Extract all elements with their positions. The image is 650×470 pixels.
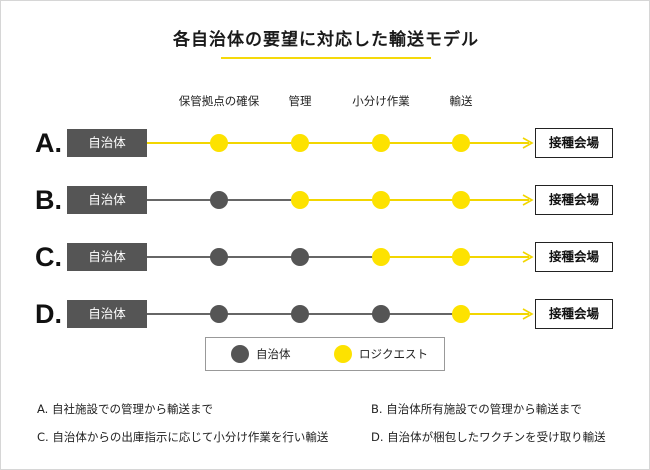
stage-node-4-logistics bbox=[452, 248, 470, 266]
row-letter-b: B. bbox=[35, 185, 62, 215]
stage-label-2: 管理 bbox=[288, 94, 312, 108]
row-letter-d: D. bbox=[35, 299, 62, 329]
legend: 自治体 ロジクエスト bbox=[205, 337, 445, 371]
source-municipality-box: 自治体 bbox=[67, 186, 147, 214]
legend-logistics-label: ロジクエスト bbox=[359, 347, 428, 361]
row-letter-a: A. bbox=[35, 128, 62, 158]
legend-municipality-label: 自治体 bbox=[256, 347, 291, 361]
stage-node-2-municipality bbox=[291, 248, 309, 266]
arrow-head-icon bbox=[522, 137, 534, 149]
stage-node-1-municipality bbox=[210, 191, 228, 209]
stage-node-3-logistics bbox=[372, 134, 390, 152]
stage-label-1: 保管拠点の確保 bbox=[178, 94, 260, 108]
stage-node-3-municipality bbox=[372, 305, 390, 323]
connector-logistics-segment bbox=[147, 142, 529, 144]
destination-venue-box: 接種会場 bbox=[535, 128, 613, 158]
arrow-head-icon bbox=[522, 308, 534, 320]
stage-node-4-logistics bbox=[452, 134, 470, 152]
diagram-title: 各自治体の要望に対応した輸送モデル bbox=[173, 30, 479, 50]
stage-node-4-logistics bbox=[452, 191, 470, 209]
connector-municipality-segment bbox=[147, 256, 381, 258]
connector-logistics-segment bbox=[461, 313, 529, 315]
legend-municipality-dot bbox=[231, 345, 249, 363]
stage-node-1-logistics bbox=[210, 134, 228, 152]
legend-logistics-dot bbox=[334, 345, 352, 363]
arrow-head-icon bbox=[522, 194, 534, 206]
arrow-head-icon bbox=[522, 251, 534, 263]
title-underline bbox=[221, 57, 431, 59]
stage-node-3-logistics bbox=[372, 248, 390, 266]
source-municipality-box: 自治体 bbox=[67, 129, 147, 157]
source-municipality-box: 自治体 bbox=[67, 243, 147, 271]
stage-node-1-municipality bbox=[210, 305, 228, 323]
destination-venue-box: 接種会場 bbox=[535, 299, 613, 329]
note-a: A. 自社施設での管理から輸送まで bbox=[37, 402, 213, 416]
stage-node-2-logistics bbox=[291, 191, 309, 209]
note-c: C. 自治体からの出庫指示に応じて小分け作業を行い輸送 bbox=[37, 430, 329, 444]
note-d: D. 自治体が梱包したワクチンを受け取り輸送 bbox=[371, 430, 606, 444]
stage-label-3: 小分け作業 bbox=[352, 94, 410, 108]
row-letter-c: C. bbox=[35, 242, 62, 272]
stage-node-1-municipality bbox=[210, 248, 228, 266]
stage-node-2-municipality bbox=[291, 305, 309, 323]
stage-label-4: 輸送 bbox=[449, 94, 473, 108]
note-b: B. 自治体所有施設での管理から輸送まで bbox=[371, 402, 582, 416]
stage-node-2-logistics bbox=[291, 134, 309, 152]
stage-node-3-logistics bbox=[372, 191, 390, 209]
stage-node-4-logistics bbox=[452, 305, 470, 323]
source-municipality-box: 自治体 bbox=[67, 300, 147, 328]
connector-logistics-segment bbox=[300, 199, 529, 201]
destination-venue-box: 接種会場 bbox=[535, 242, 613, 272]
destination-venue-box: 接種会場 bbox=[535, 185, 613, 215]
